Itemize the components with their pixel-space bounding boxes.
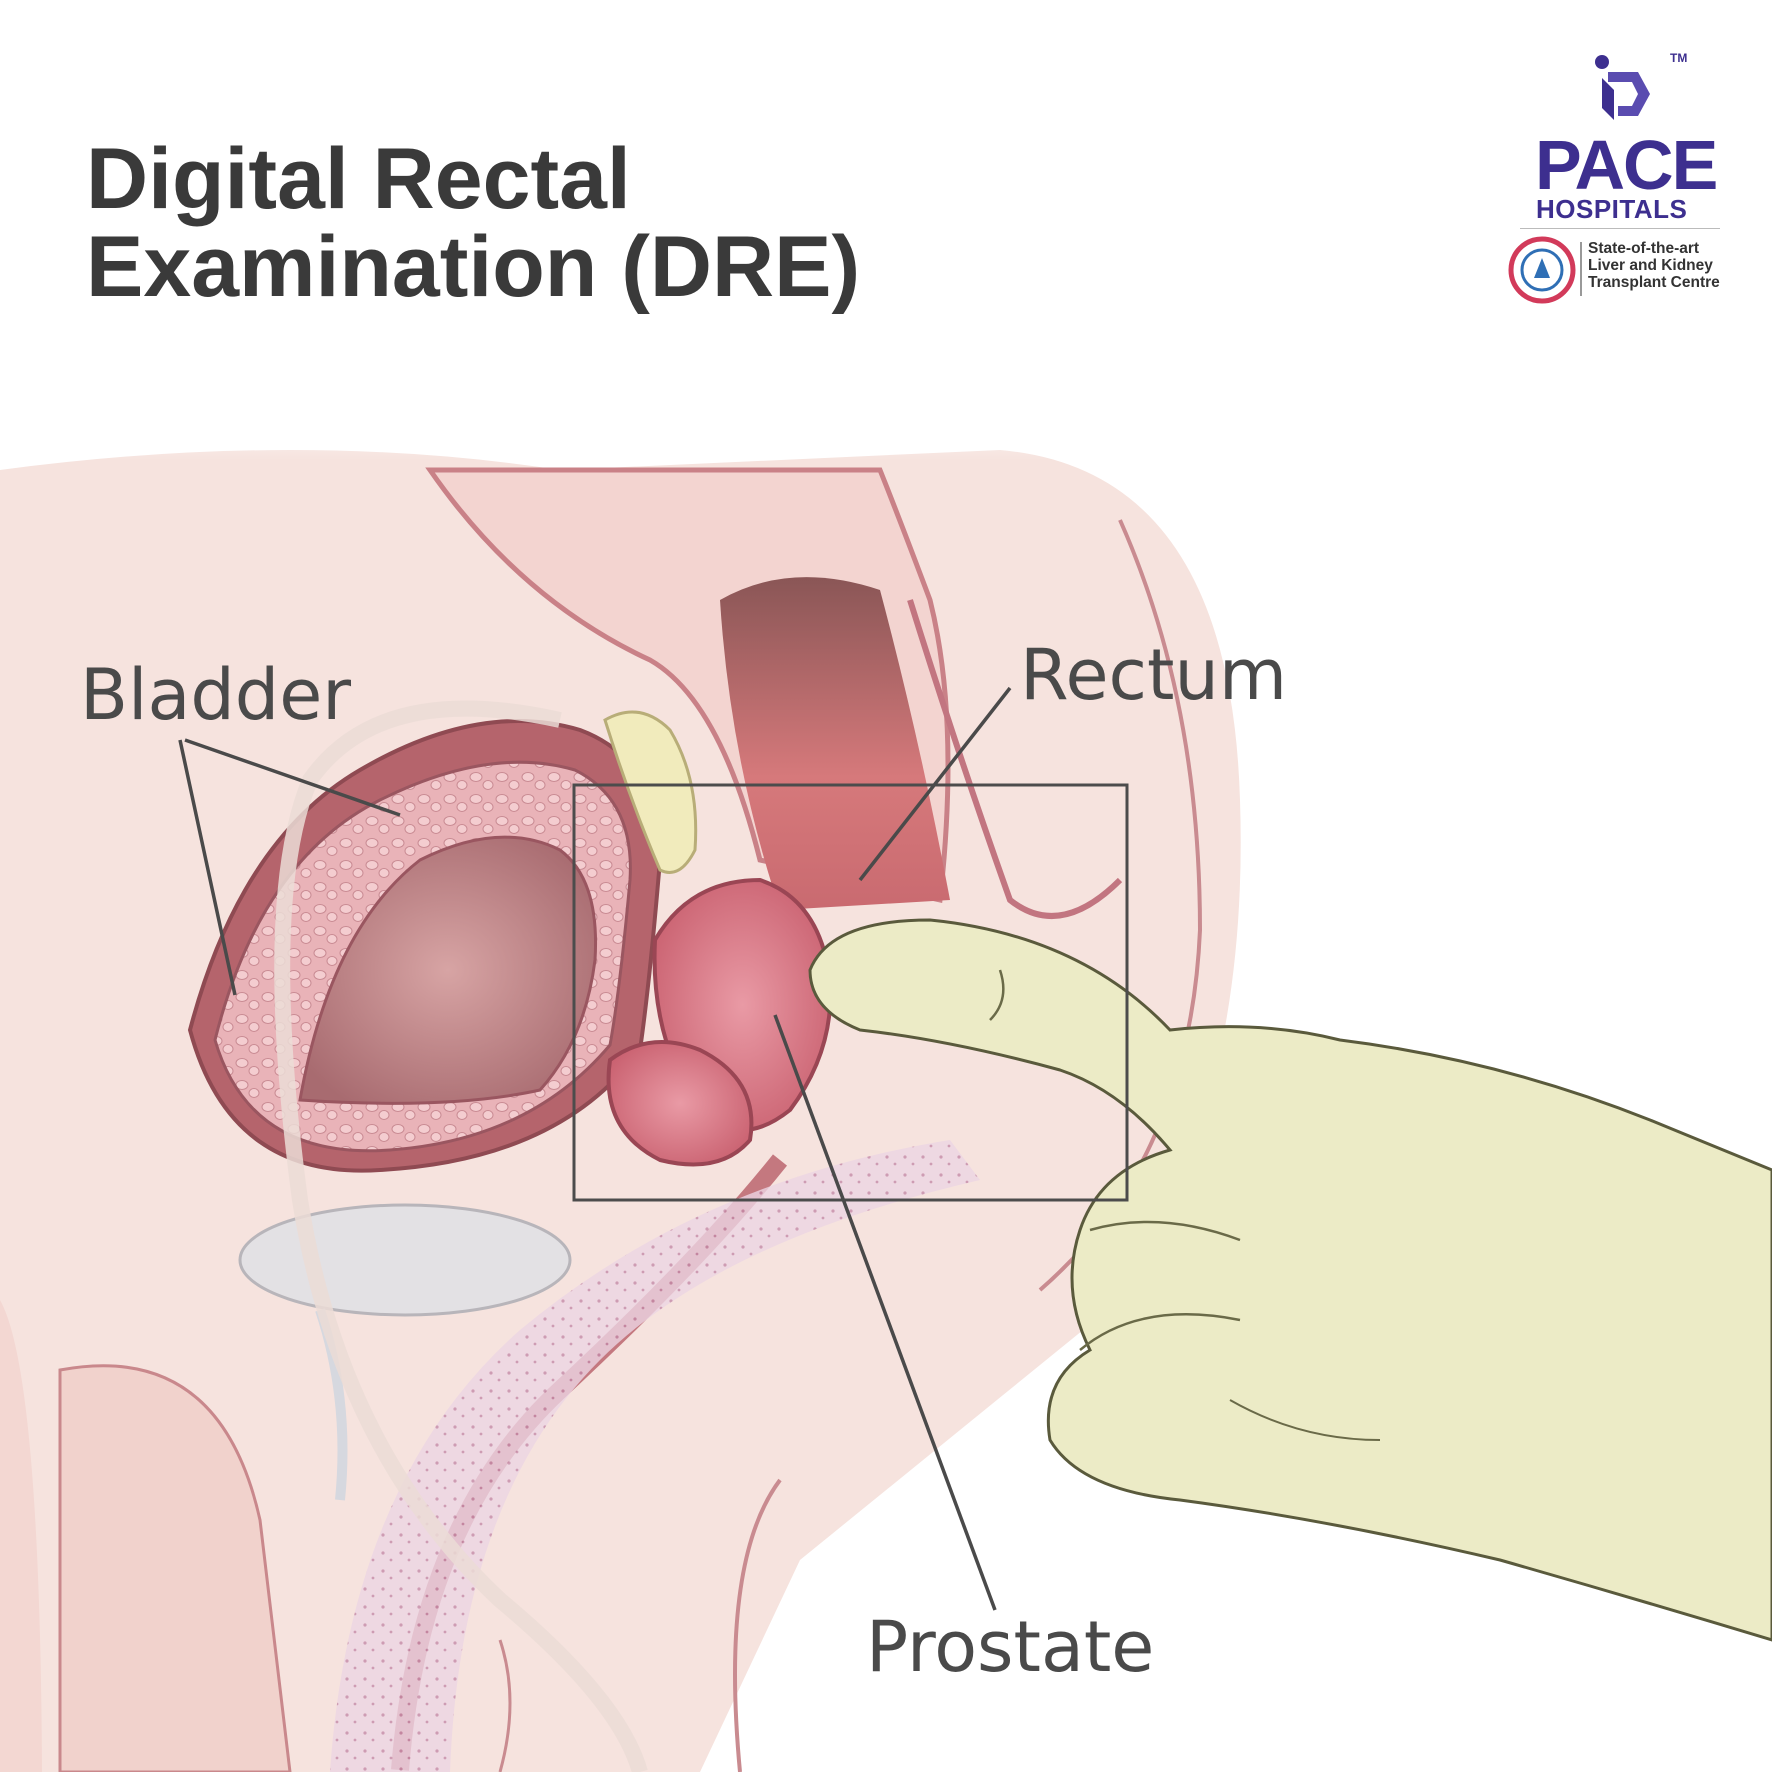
focus-box — [572, 783, 1129, 1202]
prostate-leader — [773, 1014, 997, 1611]
page-title-line-1: Digital Rectal — [86, 131, 631, 227]
urethra — [330, 1140, 980, 1772]
tagline-line-1: State-of-the-art — [1588, 240, 1700, 257]
page-title-line-2: Examination (DRE) — [86, 219, 861, 315]
seminal-vesicle — [603, 710, 698, 874]
logo-divider-rule — [1520, 228, 1720, 229]
logo-subtitle: HOSPITALS — [1536, 194, 1688, 224]
catheter-tube — [274, 700, 648, 1772]
nabh-seal-icon — [1508, 236, 1576, 304]
pace-logo-icon — [1595, 55, 1650, 120]
bladder-leader-right — [184, 738, 401, 817]
prostate — [606, 877, 833, 1167]
tagline-line-2: Liver and Kidney — [1588, 257, 1713, 274]
trademark-mark: TM — [1670, 51, 1688, 65]
leader-lines — [178, 686, 1012, 1611]
rectum-leader — [858, 686, 1012, 882]
bladder — [187, 719, 663, 1173]
tagline-line-3: Transplant Centre — [1588, 274, 1720, 291]
logo-divider — [1580, 242, 1582, 296]
logo-tagline: State-of-the-art Liver and Kidney Transp… — [1588, 240, 1748, 291]
logo-brand: PACE — [1535, 126, 1718, 204]
label-bladder: Bladder — [80, 654, 352, 736]
label-rectum: Rectum — [1020, 634, 1288, 716]
gloved-hand-icon — [808, 918, 1772, 1642]
label-prostate: Prostate — [866, 1606, 1155, 1688]
pace-logo: TM PACE HOSPITALS State-of-the-art Liver… — [1500, 50, 1740, 304]
bladder-leader-left — [178, 739, 237, 996]
